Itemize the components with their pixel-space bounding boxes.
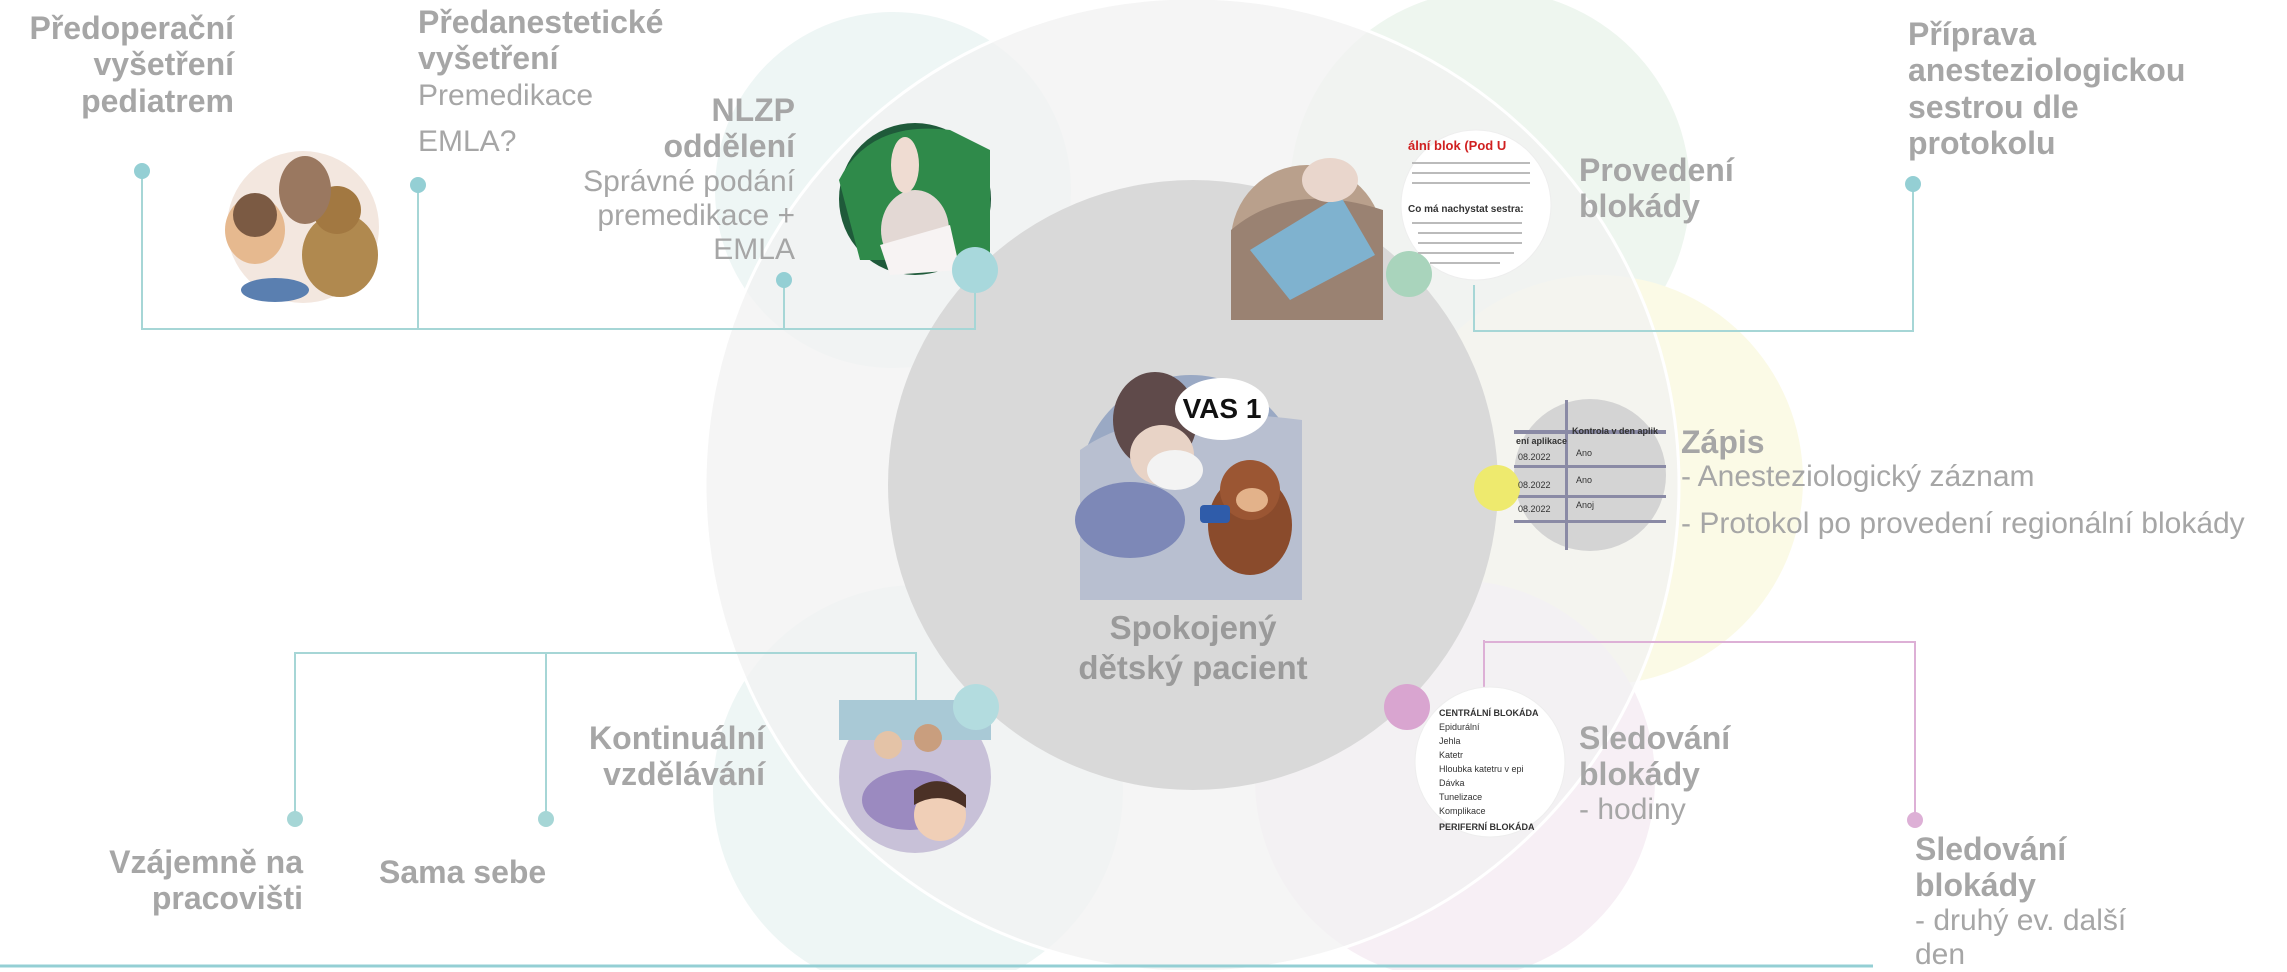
vas-speech-bubble: VAS 1 xyxy=(1175,378,1269,440)
chart-row: Tunelizace xyxy=(1439,792,1483,802)
node-nlzp-detail: premedikace + xyxy=(597,199,795,233)
node-priprava-title: sestrou dle xyxy=(1908,88,2079,125)
protocol-line xyxy=(1412,162,1530,164)
protocol-line xyxy=(1412,182,1530,184)
node-sledovani-den-detail: - druhý ev. další xyxy=(1915,903,2127,937)
record-header: Kontrola v den aplik xyxy=(1572,426,1659,436)
node-predanestet-detail: EMLA? xyxy=(418,125,517,159)
node-predanestet-detail: Premedikace xyxy=(418,78,594,112)
chart-row: Katetr xyxy=(1439,750,1464,760)
protocol-line xyxy=(1418,242,1522,244)
center-title-line2: dětský pacient xyxy=(1078,648,1308,686)
node-priprava-title: anesteziologickou xyxy=(1908,52,2186,89)
record-header: ení aplikace xyxy=(1516,436,1568,446)
node-sledovani-hodiny-title: Sledování xyxy=(1579,720,1731,756)
dot-sledovani-den xyxy=(1907,812,1923,828)
center-title: Spokojený dětský pacient xyxy=(1043,608,1343,687)
node-vzajemne: Vzájemně na pracovišti xyxy=(60,844,303,917)
node-predanestet-title: vyšetření xyxy=(418,40,559,77)
node-sledovani-hodiny-detail: - hodiny xyxy=(1579,792,1686,826)
node-provedeni-title: blokády xyxy=(1579,188,1700,225)
chart-row: Epidurální xyxy=(1439,722,1480,732)
node-predanestet-title: Předanestetické xyxy=(418,4,664,40)
node-vzajemne-title: Vzájemně na xyxy=(109,844,303,880)
node-sledovani-den: Sledování blokády - druhý ev. další den xyxy=(1915,831,2126,972)
protocol-line xyxy=(1412,172,1530,174)
chart-row: Komplikace xyxy=(1439,806,1486,816)
node-nlzp-detail: Správné podání xyxy=(583,164,795,198)
record-value: Anoj xyxy=(1576,500,1595,510)
protocol-line xyxy=(1412,222,1522,224)
node-priprava-title: Příprava xyxy=(1908,16,2037,52)
dot-predoperacni xyxy=(134,163,150,179)
junction-yellow xyxy=(1474,465,1520,511)
thumbs-up-photo-icon xyxy=(839,123,991,275)
node-zapis-title: Zápis xyxy=(1681,424,1765,460)
node-nlzp: NLZP oddělení Správné podání premedikace… xyxy=(520,92,795,268)
node-priprava-title: protokolu xyxy=(1908,125,2056,162)
node-nlzp-title: oddělení xyxy=(663,128,795,165)
node-nlzp-title: NLZP xyxy=(711,92,795,128)
record-value: Ano xyxy=(1576,475,1593,485)
dot-nlzp xyxy=(776,272,792,288)
dot-predanestet xyxy=(410,177,426,193)
node-kontinualni-title: vzdělávání xyxy=(603,756,765,793)
protocol-question: Co má nachystat sestra: xyxy=(1408,204,1524,215)
chart-row: Dávka xyxy=(1439,778,1465,788)
dot-priprava xyxy=(1905,176,1921,192)
record-value: Ano xyxy=(1576,448,1593,458)
connector-top-left xyxy=(141,171,976,330)
record-table-photo-icon xyxy=(1514,399,1666,551)
center-title-line1: Spokojený xyxy=(1109,609,1277,646)
node-predoperacni-line: vyšetření xyxy=(93,46,234,83)
protocol-title: ální blok (Pod U xyxy=(1408,138,1507,153)
node-sledovani-den-title: Sledování xyxy=(1915,831,2067,867)
node-predanestet: Předanestetické vyšetření Premedikace EM… xyxy=(418,4,663,159)
node-sledovani-hodiny-title: blokády xyxy=(1579,756,1700,793)
chart-row: Hloubka katetru v epi xyxy=(1439,764,1524,774)
node-zapis-detail: - Protokol po provedení regionální bloká… xyxy=(1681,506,2245,540)
node-priprava: Příprava anesteziologickou sestrou dle p… xyxy=(1908,16,2185,162)
node-sledovani-den-detail: den xyxy=(1915,938,1966,972)
junction-pink xyxy=(1384,684,1430,730)
node-vzajemne-title: pracovišti xyxy=(151,880,303,917)
node-zapis: Zápis - Anesteziologický záznam - Protok… xyxy=(1681,424,2245,541)
dot-sama xyxy=(538,811,554,827)
dot-vzajemne xyxy=(287,811,303,827)
protocol-line xyxy=(1418,232,1522,234)
junction-green xyxy=(1386,251,1432,297)
node-sama-title: Sama sebe xyxy=(379,854,547,890)
blockade-photo-icon xyxy=(1231,158,1383,320)
node-provedeni-title: Provedení xyxy=(1579,152,1734,188)
record-date: 08.2022 xyxy=(1518,452,1551,462)
protocol-line xyxy=(1430,262,1500,264)
pediatrician-photo-icon xyxy=(225,151,379,303)
record-date: 08.2022 xyxy=(1518,480,1551,490)
junction-teal-bottom xyxy=(953,684,999,730)
node-kontinualni: Kontinuální vzdělávání xyxy=(520,720,765,793)
monitoring-chart-icon xyxy=(1414,686,1566,838)
node-provedeni: Provedení blokády xyxy=(1579,152,1734,225)
node-predoperacni-line: pediatrem xyxy=(81,82,234,119)
connector-bottom-left xyxy=(294,652,917,819)
record-date: 08.2022 xyxy=(1518,504,1551,514)
chart-row: CENTRÁLNÍ BLOKÁDA xyxy=(1439,708,1539,718)
chart-row: Jehla xyxy=(1439,736,1461,746)
connector-top-right xyxy=(1473,184,1914,332)
patient-with-teddy-photo-icon xyxy=(1075,372,1302,600)
node-kontinualni-title: Kontinuální xyxy=(589,720,765,756)
node-predoperacni-line: Předoperační xyxy=(29,10,234,46)
node-sama: Sama sebe xyxy=(379,854,546,890)
protocol-line xyxy=(1418,252,1514,254)
node-predoperacni: Předoperační vyšetření pediatrem xyxy=(0,10,234,119)
node-nlzp-detail: EMLA xyxy=(713,233,795,267)
chart-row: PERIFERNÍ BLOKÁDA xyxy=(1439,822,1535,832)
node-sledovani-hodiny: Sledování blokády - hodiny xyxy=(1579,720,1730,827)
node-sledovani-den-title: blokády xyxy=(1915,867,2036,904)
junction-teal-top xyxy=(952,247,998,293)
node-zapis-detail: - Anesteziologický záznam xyxy=(1681,460,2035,494)
